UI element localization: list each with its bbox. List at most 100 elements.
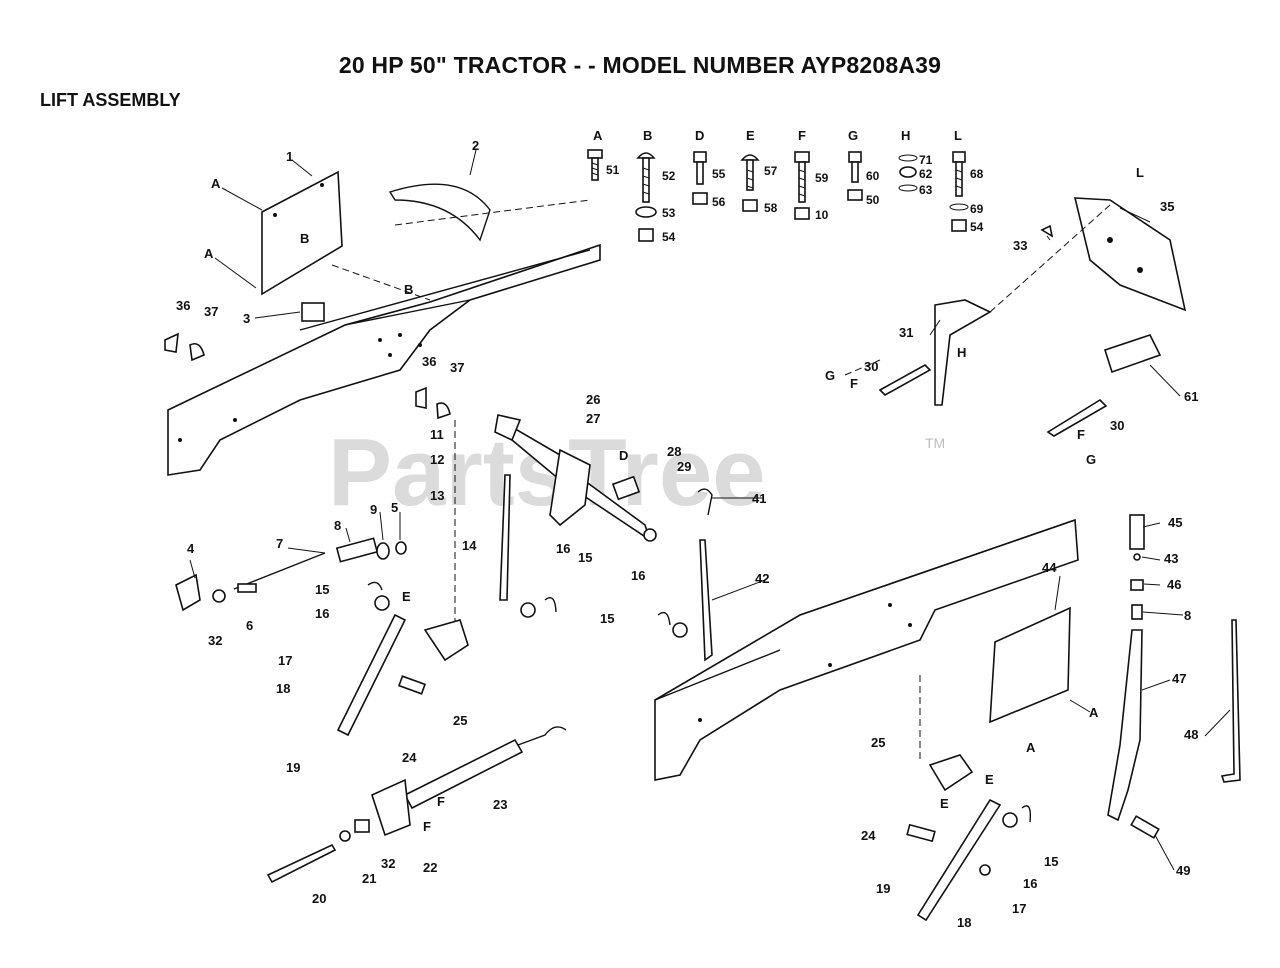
callout-32b: 32: [381, 856, 395, 871]
key-letter-l: L: [954, 128, 962, 143]
bracket-31: [934, 299, 992, 406]
watermark-text: PartsTree: [328, 419, 766, 526]
bolt-60-icon: [848, 151, 862, 183]
key-num-56: 56: [712, 195, 726, 209]
washer-16-left: [374, 595, 390, 611]
letter-e-2: E: [985, 772, 994, 787]
bracket-25-left: [423, 619, 469, 662]
callout-5: 5: [391, 500, 398, 515]
callout-8b: 8: [1184, 608, 1191, 623]
callout-20: 20: [312, 891, 326, 906]
key-num-58: 58: [764, 201, 778, 215]
key-num-10: 10: [815, 208, 829, 222]
washer-63-icon: [898, 184, 918, 192]
callout-21: 21: [362, 871, 376, 886]
bolt-33: [1040, 224, 1054, 238]
clip-15-mid2: [657, 611, 671, 626]
alignment-lines-right: [844, 204, 1111, 376]
nut-10-icon: [794, 207, 810, 220]
callout-17b: 17: [1012, 901, 1026, 916]
knob-4: [175, 573, 201, 612]
bracket-2: [388, 183, 491, 242]
part-43: [1133, 553, 1141, 561]
spring-8: [335, 537, 379, 563]
bolt-59-icon: [794, 151, 810, 203]
spring-8-right: [1131, 604, 1143, 620]
part-3: [301, 302, 325, 322]
letter-a-2: A: [204, 246, 214, 261]
callout-25a: 25: [453, 713, 467, 728]
lever-19-right: [916, 798, 1002, 922]
nut-56-icon: [692, 192, 708, 205]
clip-15-right: [1021, 805, 1032, 823]
rod-7: [233, 552, 326, 590]
watermark-tm: TM: [925, 435, 945, 451]
lever-19-left: [336, 613, 407, 737]
key-num-68: 68: [970, 167, 984, 181]
right-frame-rail: [654, 518, 1079, 781]
callout-6: 6: [246, 618, 253, 633]
part-36-left: [164, 332, 179, 353]
nut-54-icon: [638, 228, 654, 242]
letter-g-1: G: [825, 368, 835, 383]
diagram-title: 20 HP 50" TRACTOR - - MODEL NUMBER AYP82…: [338, 52, 942, 78]
key-num-55: 55: [712, 167, 726, 181]
callout-7: 7: [276, 536, 283, 551]
lever-47: [1107, 629, 1143, 822]
key-num-50: 50: [866, 193, 880, 207]
callout-46: 46: [1167, 577, 1181, 592]
spring-23-hook: [517, 726, 567, 746]
pin-24-right: [906, 823, 936, 843]
callout-24b: 24: [861, 828, 876, 843]
letter-e-1: E: [402, 589, 411, 604]
bracket-12: [494, 414, 522, 442]
letter-a-1: A: [211, 176, 221, 191]
callout-19b: 19: [876, 881, 890, 896]
callout-33: 33: [1013, 238, 1027, 253]
key-num-54: 54: [662, 230, 676, 244]
washer-16-mid2: [672, 622, 688, 638]
callout-2: 2: [472, 138, 479, 153]
rod-48: [1220, 619, 1241, 783]
callout-14: 14: [462, 538, 477, 553]
callout-26: 26: [586, 392, 600, 407]
callout-23: 23: [493, 797, 507, 812]
callout-12: 12: [430, 452, 444, 467]
callout-19a: 19: [286, 760, 300, 775]
callout-42: 42: [755, 571, 769, 586]
bolt-55-icon: [693, 151, 707, 185]
pin-24-left: [397, 675, 427, 695]
callout-28: 28: [667, 444, 681, 459]
part-37-mid: [436, 402, 451, 420]
rod-14: [499, 474, 511, 601]
nut-58-icon: [742, 199, 758, 212]
letter-d: D: [619, 448, 628, 463]
key-num-60: 60: [866, 169, 880, 183]
washer-32: [212, 589, 226, 603]
callout-15b: 15: [578, 550, 592, 565]
part-37-left: [189, 342, 205, 362]
callout-30b: 30: [1110, 418, 1124, 433]
pin-6: [237, 583, 257, 593]
panel-44: [989, 606, 1071, 724]
key-num-63: 63: [919, 183, 933, 197]
letter-e-3: E: [940, 796, 949, 811]
callout-17a: 17: [278, 653, 292, 668]
callout-49: 49: [1176, 863, 1190, 878]
bolt-68-icon: [952, 151, 966, 197]
washer-16-mid: [520, 602, 536, 618]
callout-36b: 36: [422, 354, 436, 369]
key-letter-f: F: [798, 128, 806, 143]
key-num-59: 59: [815, 171, 829, 185]
key-letter-e: E: [746, 128, 755, 143]
callout-1: 1: [286, 149, 293, 164]
letter-f-4: F: [423, 819, 431, 834]
nut-17-right: [979, 864, 991, 876]
key-num-53: 53: [662, 206, 676, 220]
bolt-57-icon: [740, 154, 760, 191]
alignment-lines: [331, 199, 591, 630]
callout-35: 35: [1160, 199, 1174, 214]
washer-53-icon: [635, 206, 657, 218]
bracket-22: [371, 778, 411, 837]
letter-f-2: F: [1077, 427, 1085, 442]
